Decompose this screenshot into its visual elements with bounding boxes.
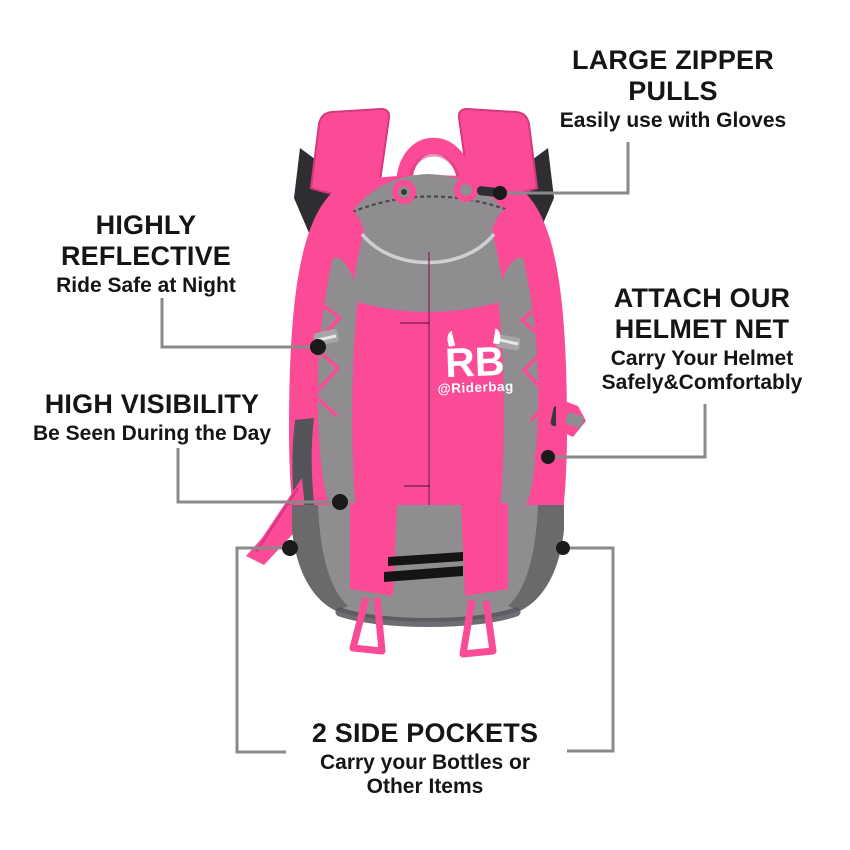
callout-line-helmet [548, 404, 707, 459]
callout-visibility: HIGH VISIBILITY Be Seen During the Day [18, 389, 286, 446]
callout-lines [160, 142, 707, 754]
callout-line-visibility [176, 448, 340, 504]
zipper-pull-ring-left [392, 180, 416, 204]
callout-zipper-subtitle: Easily use with Gloves [559, 109, 787, 132]
shoulder-strap-left-group [294, 107, 391, 254]
callout-dot-pocket-left [282, 540, 298, 556]
callout-zipper: LARGE ZIPPER PULLS Easily use with Glove… [538, 45, 808, 133]
top-yoke-panel [327, 174, 530, 312]
bottom-corner-left [292, 505, 348, 611]
gear-loop-right [459, 599, 497, 658]
brand-handle: @Riderbag [437, 379, 514, 397]
mesh-underlay-left [294, 148, 354, 254]
gear-loop-left [349, 597, 386, 655]
callout-dot-reflective [310, 339, 326, 355]
callout-helmet-title: ATTACH OUR HELMET NET [613, 283, 791, 344]
compression-strap-right [556, 398, 586, 437]
yoke-piping [360, 232, 496, 265]
callout-helmet-subtitle: Carry Your Helmet Safely&Comfortably [601, 347, 803, 394]
callout-pockets-title: 2 SIDE POCKETS [311, 718, 539, 748]
side-panel-right [497, 257, 539, 545]
bottom-hem-shadow [335, 607, 521, 627]
callout-line-zipper [500, 142, 630, 195]
callout-dot-helmet [541, 450, 555, 464]
callout-reflective-subtitle: Ride Safe at Night [56, 274, 236, 297]
bungee-cord-left [310, 298, 342, 417]
reflective-tab-right [495, 334, 521, 351]
callout-visibility-subtitle: Be Seen During the Day [32, 422, 272, 445]
front-prong-left [350, 503, 397, 596]
callout-dots [282, 186, 570, 556]
compression-strap-left [246, 478, 306, 565]
reflective-stripes [384, 552, 463, 582]
callout-zipper-title: LARGE ZIPPER PULLS [572, 45, 774, 106]
callout-reflective: HIGHLY REFLECTIVE Ride Safe at Night [25, 210, 267, 298]
logo-horn-right [493, 328, 501, 345]
top-zipper-teeth [351, 195, 509, 214]
callout-pockets-subtitle: Carry your Bottles or Other Items [319, 751, 531, 798]
callout-line-reflective [160, 298, 318, 349]
callout-dot-visibility [332, 494, 348, 510]
callout-dot-pocket-right [556, 541, 570, 555]
front-prong-right [461, 503, 508, 596]
callout-visibility-title: HIGH VISIBILITY [44, 389, 260, 419]
callout-line-pockets-left [235, 546, 290, 754]
brand-initials: RB [444, 338, 505, 386]
callout-pockets: 2 SIDE POCKETS Carry your Bottles or Oth… [290, 718, 560, 799]
carry-handle [396, 137, 474, 192]
callout-helmet: ATTACH OUR HELMET NET Carry Your Helmet … [586, 283, 818, 395]
logo-horn-left [447, 330, 456, 347]
bottom-corner-right [508, 505, 564, 611]
callout-dot-zipper [493, 186, 507, 200]
callout-reflective-title: HIGHLY REFLECTIVE [60, 210, 231, 271]
brand-logo: RB @Riderbag [437, 328, 514, 397]
callout-line-pockets-right [563, 546, 615, 753]
